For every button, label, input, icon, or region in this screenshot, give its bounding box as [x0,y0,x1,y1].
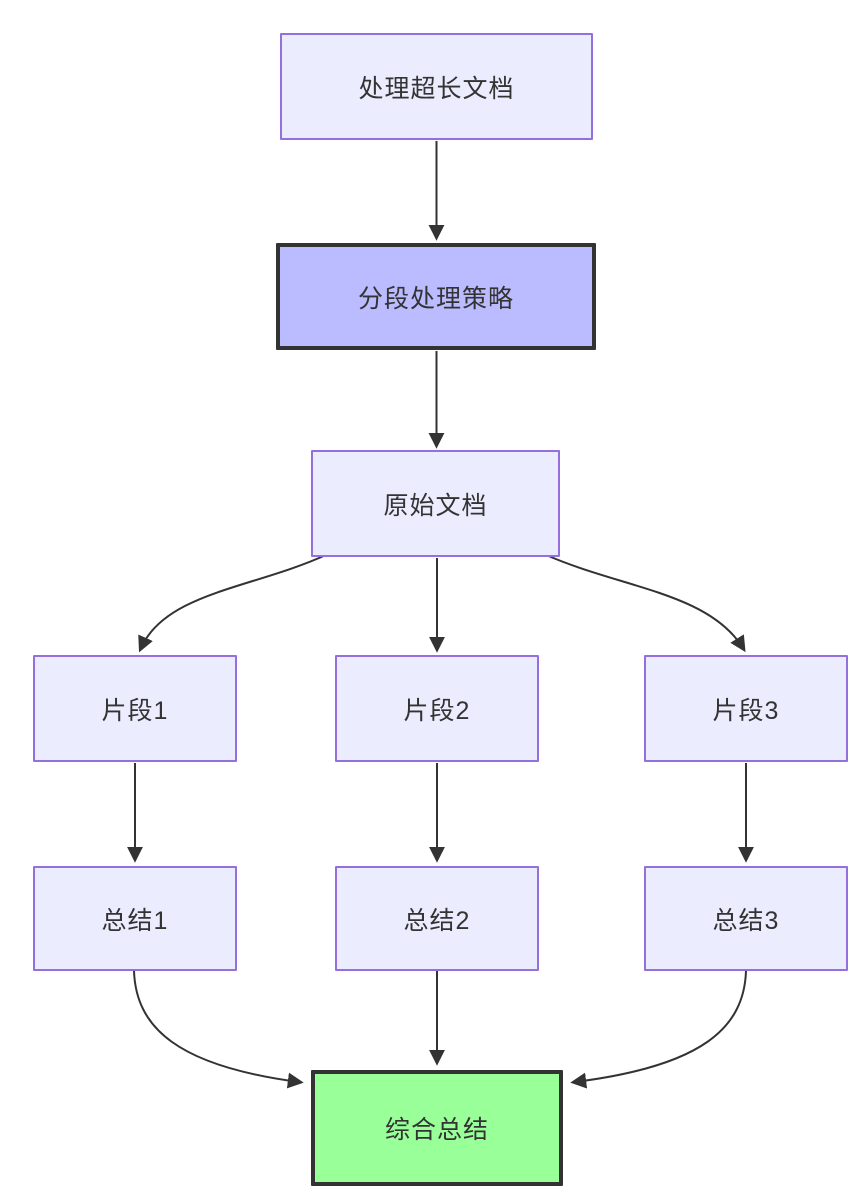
node-label: 总结2 [403,906,471,935]
node-fragment-1: 片段1 [33,655,237,762]
edge-sum3-to-final [570,970,747,1089]
node-label: 原始文档 [383,491,488,520]
edge-sum1-to-final [133,970,304,1089]
node-label: 片段3 [712,696,780,725]
node-original-document: 原始文档 [311,450,560,557]
node-final-summary: 综合总结 [311,1070,563,1186]
node-label: 总结1 [101,906,169,935]
node-label: 总结3 [712,906,780,935]
node-label: 片段2 [403,696,471,725]
edge-doc-to-frag3 [543,553,746,653]
node-label: 综合总结 [384,1116,489,1144]
node-process-long-document: 处理超长文档 [280,33,593,140]
node-label: 分段处理策略 [357,284,514,313]
node-summary-3: 总结3 [644,866,848,971]
node-fragment-3: 片段3 [644,655,848,762]
node-fragment-2: 片段2 [335,655,539,762]
node-label: 片段1 [101,696,169,725]
node-label: 处理超长文档 [358,74,515,103]
node-summary-1: 总结1 [33,866,237,971]
node-segmentation-strategy: 分段处理策略 [276,243,596,350]
node-summary-2: 总结2 [335,866,539,971]
edge-doc-to-frag1 [138,553,329,653]
